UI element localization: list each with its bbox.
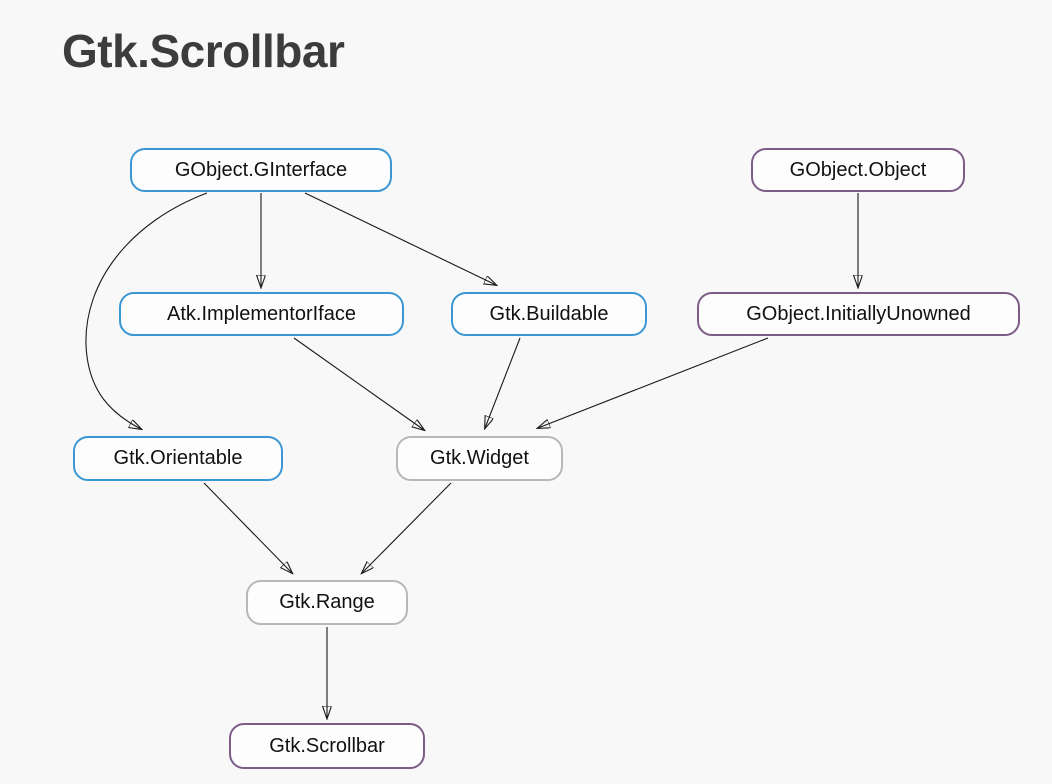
node-label: GObject.InitiallyUnowned bbox=[746, 302, 971, 325]
node-gtk-widget[interactable]: Gtk.Widget bbox=[396, 436, 563, 481]
node-label: Atk.ImplementorIface bbox=[167, 302, 356, 325]
node-label: Gtk.Buildable bbox=[489, 302, 609, 325]
node-gobject-initiallyunowned[interactable]: GObject.InitiallyUnowned bbox=[697, 292, 1020, 336]
node-gobject-ginterface[interactable]: GObject.GInterface bbox=[130, 148, 392, 192]
node-atk-implementoriface[interactable]: Atk.ImplementorIface bbox=[119, 292, 404, 336]
node-label: Gtk.Range bbox=[279, 591, 375, 613]
node-label: GObject.GInterface bbox=[174, 158, 348, 181]
edge-buildable-to-widget bbox=[485, 337, 521, 428]
edge-initiallyunowned-to-widget bbox=[538, 337, 769, 428]
node-label: Gtk.Scrollbar bbox=[269, 734, 385, 757]
edge-ginterface-to-buildable bbox=[304, 192, 496, 285]
page-title: Gtk.Scrollbar bbox=[62, 25, 345, 77]
node-gtk-scrollbar[interactable]: Gtk.Scrollbar bbox=[229, 723, 425, 769]
node-label: Gtk.Widget bbox=[430, 447, 529, 469]
node-gtk-range[interactable]: Gtk.Range bbox=[246, 580, 408, 625]
node-gtk-buildable[interactable]: Gtk.Buildable bbox=[451, 292, 647, 336]
edge-orientable-to-range bbox=[203, 482, 292, 573]
edge-widget-to-range bbox=[362, 482, 452, 573]
edge-ginterface-to-orientable bbox=[85, 192, 208, 429]
node-label: GObject.Object bbox=[789, 158, 927, 181]
edge-implementoriface-to-widget bbox=[293, 337, 424, 430]
node-gobject-object[interactable]: GObject.Object bbox=[751, 148, 965, 192]
node-label: Gtk.Orientable bbox=[113, 447, 243, 469]
node-gtk-orientable[interactable]: Gtk.Orientable bbox=[73, 436, 283, 481]
